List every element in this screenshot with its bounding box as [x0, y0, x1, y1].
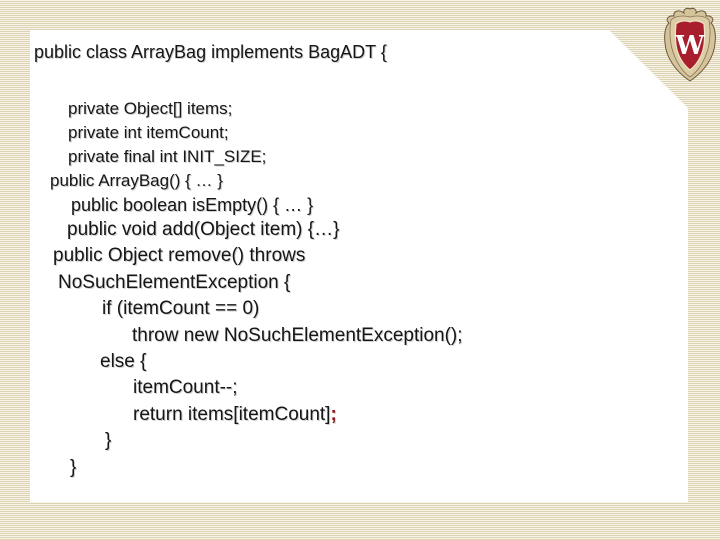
- code-line: }: [70, 456, 77, 478]
- code-line: else {: [100, 350, 147, 372]
- content-panel: public class ArrayBag implements BagADT …: [30, 30, 688, 502]
- code-line: public Object remove() throws: [53, 245, 306, 267]
- code-line: private Object[] items;: [68, 99, 233, 118]
- code-line: NoSuchElementException {: [58, 271, 291, 293]
- slide-title: public class ArrayBag implements BagADT …: [34, 42, 387, 62]
- code-line: itemCount--;: [133, 377, 238, 399]
- crest-red-shield: [674, 20, 706, 71]
- code-line: private final int INIT_SIZE;: [68, 147, 267, 166]
- code-line-highlighted: return items[itemCount];: [133, 403, 337, 425]
- code-line: public boolean isEmpty() { … }: [71, 195, 314, 215]
- code-line: public ArrayBag() { … }: [50, 171, 223, 190]
- uw-madison-crest-logo: W: [664, 7, 716, 82]
- code-line: public void add(Object item) {…}: [67, 219, 340, 240]
- code-line: throw new NoSuchElementException();: [132, 324, 463, 346]
- crest-letter: W: [674, 31, 705, 61]
- highlighted-semicolon: ;: [330, 403, 337, 425]
- code-line: private int itemCount;: [68, 123, 229, 142]
- code-line: }: [105, 430, 112, 452]
- code-block: private Object[] items; private int item…: [30, 97, 688, 481]
- code-line: if (itemCount == 0): [102, 298, 260, 320]
